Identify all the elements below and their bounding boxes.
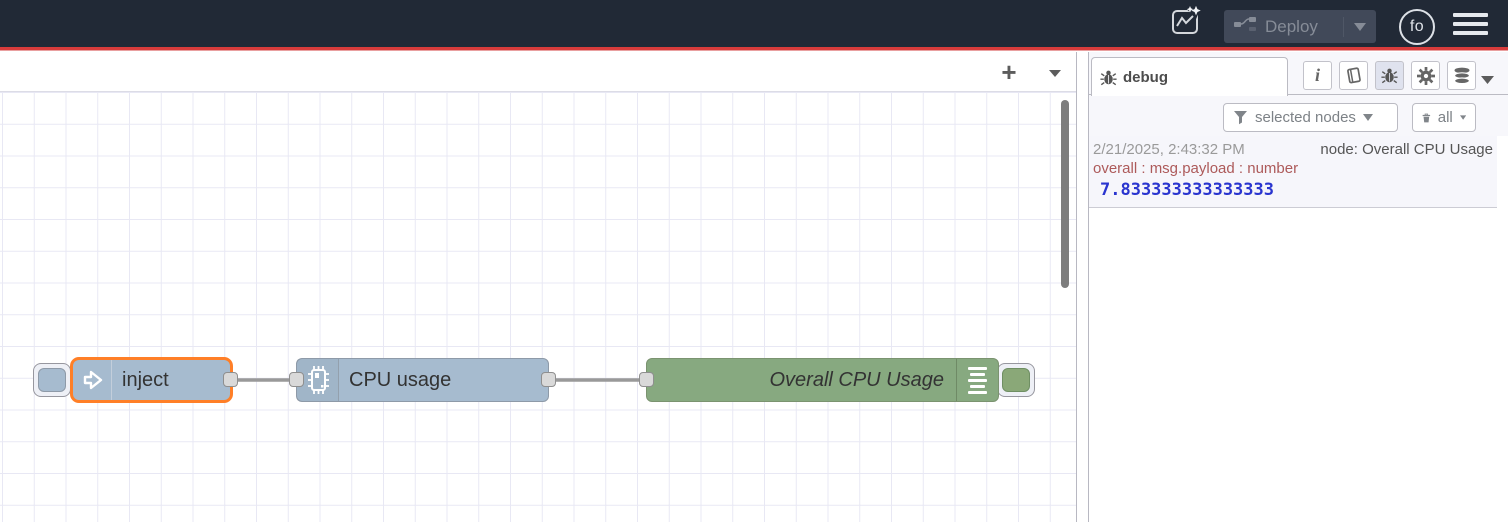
debug-filter-button[interactable]: selected nodes bbox=[1223, 103, 1398, 132]
hamburger-icon bbox=[1453, 31, 1488, 35]
cpu-node-icon-zone bbox=[297, 359, 339, 401]
debug-message-source-node: node: Overall CPU Usage bbox=[1320, 141, 1493, 158]
main-menu-button[interactable] bbox=[1453, 13, 1488, 35]
inject-node-icon-zone bbox=[73, 360, 112, 400]
debug-enable-toggle-face bbox=[1002, 368, 1030, 392]
hamburger-icon bbox=[1453, 13, 1488, 17]
chevron-down-icon bbox=[1481, 76, 1494, 84]
debug-clear-button[interactable]: all bbox=[1412, 103, 1476, 132]
deploy-flow-icon bbox=[1234, 16, 1256, 37]
node-label: Overall CPU Usage bbox=[769, 368, 944, 391]
bug-icon bbox=[1100, 70, 1117, 85]
list-icon bbox=[970, 384, 985, 388]
list-icon bbox=[968, 366, 987, 370]
sidebar-tab-debug-button[interactable] bbox=[1375, 61, 1404, 90]
trash-icon bbox=[1422, 113, 1431, 122]
tab-debug[interactable]: debug bbox=[1091, 57, 1288, 96]
list-icon bbox=[968, 378, 987, 382]
deploy-button-label: Deploy bbox=[1265, 16, 1318, 36]
info-icon: i bbox=[1314, 65, 1320, 85]
sidebar-tab-info-button[interactable]: i bbox=[1303, 61, 1332, 90]
cpu-chip-icon bbox=[307, 366, 329, 394]
bug-icon bbox=[1381, 68, 1398, 84]
sidebar-tab-help-button[interactable] bbox=[1339, 61, 1368, 90]
debug-filter-row: selected nodes all bbox=[1089, 95, 1508, 136]
chevron-down-icon bbox=[1362, 114, 1373, 121]
sidebar-header: debug i bbox=[1089, 52, 1508, 96]
flow-canvas[interactable]: inject CPU usage bbox=[0, 92, 1076, 522]
flow-assistant-icon bbox=[1166, 1, 1206, 45]
inject-arrow-icon bbox=[83, 370, 103, 390]
funnel-icon bbox=[1234, 111, 1247, 125]
book-icon bbox=[1347, 67, 1361, 84]
debug-message-value[interactable]: 7.833333333333333 bbox=[1100, 180, 1274, 200]
sidebar-resize-handle[interactable] bbox=[1076, 52, 1089, 522]
node-label: inject bbox=[122, 368, 169, 391]
debug-message-meta: 2/21/2025, 2:43:32 PM node: Overall CPU … bbox=[1093, 141, 1493, 158]
debug-filter-label: selected nodes bbox=[1255, 109, 1356, 126]
assistant-button[interactable] bbox=[1166, 1, 1206, 41]
flow-tab-bar: + bbox=[0, 52, 1076, 92]
inject-trigger-button[interactable] bbox=[33, 363, 71, 397]
deploy-button[interactable]: Deploy bbox=[1224, 10, 1376, 43]
debug-node-icon-zone bbox=[956, 359, 998, 401]
chevron-down-icon bbox=[1459, 115, 1466, 120]
debug-message-list[interactable]: 2/21/2025, 2:43:32 PM node: Overall CPU … bbox=[1089, 136, 1508, 522]
sidebar-tabs-more-button[interactable] bbox=[1481, 71, 1494, 89]
sidebar-tab-context-button[interactable] bbox=[1447, 61, 1476, 90]
output-port[interactable] bbox=[223, 372, 238, 387]
node-cpu-usage[interactable]: CPU usage bbox=[289, 358, 556, 402]
debug-message[interactable]: 2/21/2025, 2:43:32 PM node: Overall CPU … bbox=[1089, 136, 1497, 208]
sidebar-tab-config-button[interactable] bbox=[1411, 61, 1440, 90]
header-bar: Deploy fo bbox=[0, 0, 1508, 47]
output-port[interactable] bbox=[541, 372, 556, 387]
debug-message-path: overall : msg.payload : number bbox=[1093, 160, 1299, 177]
debug-clear-label: all bbox=[1437, 109, 1453, 126]
debug-message-timestamp: 2/21/2025, 2:43:32 PM bbox=[1093, 141, 1245, 158]
debug-enable-toggle[interactable] bbox=[997, 363, 1035, 397]
canvas-vertical-scrollbar[interactable] bbox=[1061, 100, 1069, 288]
list-icon bbox=[970, 372, 985, 376]
input-port[interactable] bbox=[639, 372, 654, 387]
flow-list-button[interactable] bbox=[1048, 65, 1062, 83]
database-icon bbox=[1453, 67, 1470, 84]
wires-layer bbox=[233, 378, 646, 382]
add-flow-button[interactable]: + bbox=[1001, 56, 1017, 87]
gear-icon bbox=[1416, 66, 1435, 85]
node-debug-overall-cpu-usage[interactable]: Overall CPU Usage bbox=[639, 358, 999, 402]
workspace: + inject bbox=[0, 52, 1076, 522]
tab-debug-label: debug bbox=[1123, 68, 1168, 86]
input-port[interactable] bbox=[289, 372, 304, 387]
inject-trigger-button-face bbox=[38, 368, 66, 392]
node-label: CPU usage bbox=[349, 368, 452, 391]
node-inject[interactable]: inject bbox=[70, 357, 238, 403]
hamburger-icon bbox=[1453, 22, 1488, 26]
deploy-options-caret[interactable] bbox=[1343, 16, 1366, 37]
header-accent-line bbox=[0, 47, 1508, 51]
chevron-down-icon bbox=[1049, 70, 1061, 77]
user-avatar[interactable]: fo bbox=[1399, 9, 1435, 45]
debug-sidebar: debug i bbox=[1089, 52, 1508, 522]
list-icon bbox=[968, 390, 987, 394]
avatar-initials: fo bbox=[1409, 18, 1425, 35]
